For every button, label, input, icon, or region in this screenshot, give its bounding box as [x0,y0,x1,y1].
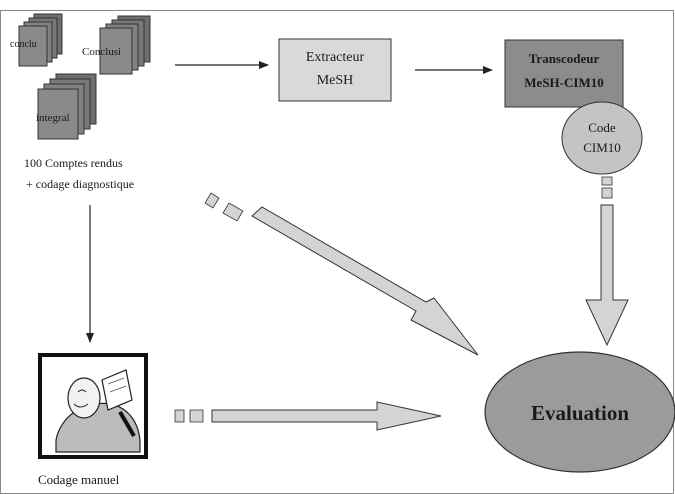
document-stack-1: conclu [10,13,63,67]
transcodeur-label-line-2: MeSH-CIM10 [524,75,603,90]
code-label-line-1: Code [588,120,616,135]
manual-coding-image [38,353,148,459]
transcodeur-label-line-1: Transcodeur [529,51,600,66]
arrow-manual-to-evaluation [174,401,442,431]
evaluation-label: Evaluation [531,401,629,425]
documents-caption-line-1: 100 Comptes rendus [24,156,123,170]
extracteur-box: Extracteur MeSH [278,38,392,102]
document-label-3: integral [36,112,70,124]
arrow-documents-to-evaluation [204,192,479,356]
manual-coding-caption: Codage manuel [38,472,120,487]
evaluation-node: Evaluation [484,351,675,473]
code-cim10-circle: Code CIM10 [561,101,643,175]
document-stack-3: integral [36,73,97,140]
code-label-line-2: CIM10 [583,140,621,155]
documents-caption-line-2: + codage diagnostique [26,177,134,191]
document-label-1: conclu [10,39,37,50]
document-stack-2: Conclusi [82,15,151,75]
extracteur-label-line-1: Extracteur [306,50,365,65]
document-label-2: Conclusi [82,46,121,58]
transcodeur-box: Transcodeur MeSH-CIM10 [504,39,624,108]
extracteur-label-line-2: MeSH [317,73,354,88]
arrow-code-to-evaluation [585,176,629,347]
